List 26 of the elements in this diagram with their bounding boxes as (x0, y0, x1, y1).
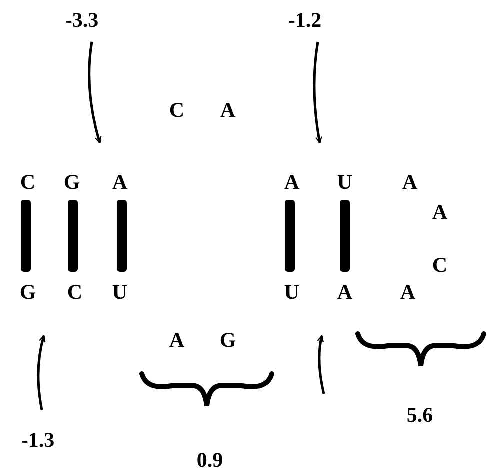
base-letter: A (337, 281, 353, 303)
base-letter: A (112, 171, 128, 193)
energy-value: 0.9 (196, 449, 224, 471)
base-letter: G (220, 329, 236, 351)
energy-value: 5.6 (406, 404, 434, 426)
arrow (313, 42, 322, 144)
base-letter: U (337, 171, 353, 193)
base-letter: C (432, 254, 448, 276)
base-letter: A (169, 329, 185, 351)
arrow (88, 42, 102, 144)
base-letter: A (400, 281, 416, 303)
base-letter: G (20, 281, 36, 303)
base-letter: C (169, 99, 185, 121)
base-letter: C (67, 281, 83, 303)
base-letter: A (432, 201, 448, 223)
base-letter: A (220, 99, 236, 121)
base-letter: G (64, 171, 80, 193)
arrow (37, 335, 46, 410)
base-letter: U (284, 281, 300, 303)
energy-value: -3.3 (65, 9, 99, 31)
base-letter: C (20, 171, 36, 193)
base-letter: A (402, 171, 418, 193)
base-letter: A (284, 171, 300, 193)
base-letter: U (112, 281, 128, 303)
energy-value: -1.2 (288, 9, 322, 31)
energy-value: -1.3 (21, 429, 55, 451)
